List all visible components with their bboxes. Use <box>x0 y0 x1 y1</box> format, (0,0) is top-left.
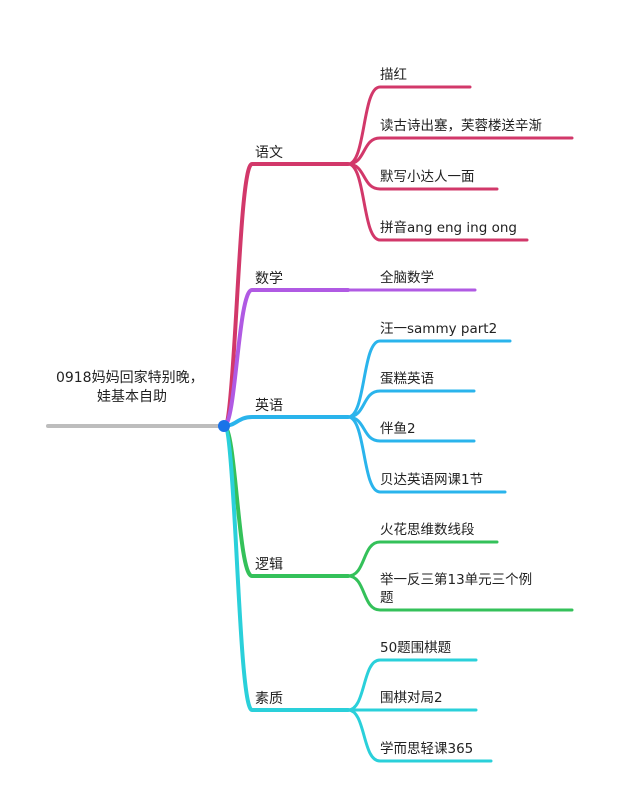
branch-connector-math <box>222 288 350 428</box>
item-connector-quality-0 <box>346 658 478 712</box>
branch-connector-quality <box>222 424 350 712</box>
branch-connector-english <box>222 415 350 428</box>
item-label-quality-1: 围棋对局2 <box>380 690 443 706</box>
root-node-label: 0918妈妈回家特别晚， 娃基本自助 <box>56 369 208 405</box>
root-node-dot <box>218 420 230 432</box>
item-connector-logic-0 <box>346 540 499 578</box>
item-connector-chinese-3 <box>346 162 529 242</box>
item-label-english-0: 汪一sammy part2 <box>380 321 497 337</box>
item-label-english-3: 贝达英语网课1节 <box>380 471 483 488</box>
item-label-quality-2: 学而思轻课365 <box>380 741 473 757</box>
branch-label-logic: 逻辑 <box>255 557 283 573</box>
item-label-english-2: 伴鱼2 <box>380 420 416 437</box>
branch-math: 数学 全脑数学 <box>222 269 477 428</box>
branch-label-chinese: 语文 <box>255 145 283 161</box>
item-connector-english-3 <box>346 415 507 494</box>
item-connector-quality-2 <box>346 708 493 763</box>
item-label-english-1: 蛋糕英语 <box>380 370 434 387</box>
item-label-logic-0: 火花思维数线段 <box>380 522 475 538</box>
branch-label-quality: 素质 <box>255 691 283 707</box>
item-connector-logic-1 <box>346 574 574 612</box>
item-connector-english-1 <box>346 389 476 419</box>
branch-label-english: 英语 <box>255 397 283 414</box>
item-label-chinese-0: 描红 <box>380 67 407 83</box>
item-label-quality-0: 50题围棋题 <box>380 640 451 656</box>
root-line-2: 娃基本自助 <box>97 388 167 405</box>
branch-connector-logic <box>222 424 350 578</box>
item-connector-chinese-1 <box>346 136 574 166</box>
item-label-chinese-3: 拼音ang eng ing ong <box>380 219 517 236</box>
item-label-logic-1: 举一反三第13单元三个例题 <box>380 571 532 606</box>
branch-label-math: 数学 <box>255 271 283 287</box>
root-line-1: 0918妈妈回家特别晚， <box>56 369 204 386</box>
item-label-chinese-1: 读古诗出塞，芙蓉楼送辛渐 <box>380 117 542 134</box>
item-connector-english-0 <box>346 339 512 419</box>
branch-connector-chinese <box>222 162 350 428</box>
item-label-math-0: 全脑数学 <box>380 269 434 286</box>
item-label-chinese-2: 默写小达人一面 <box>380 169 475 185</box>
item-connector-chinese-0 <box>346 85 472 166</box>
